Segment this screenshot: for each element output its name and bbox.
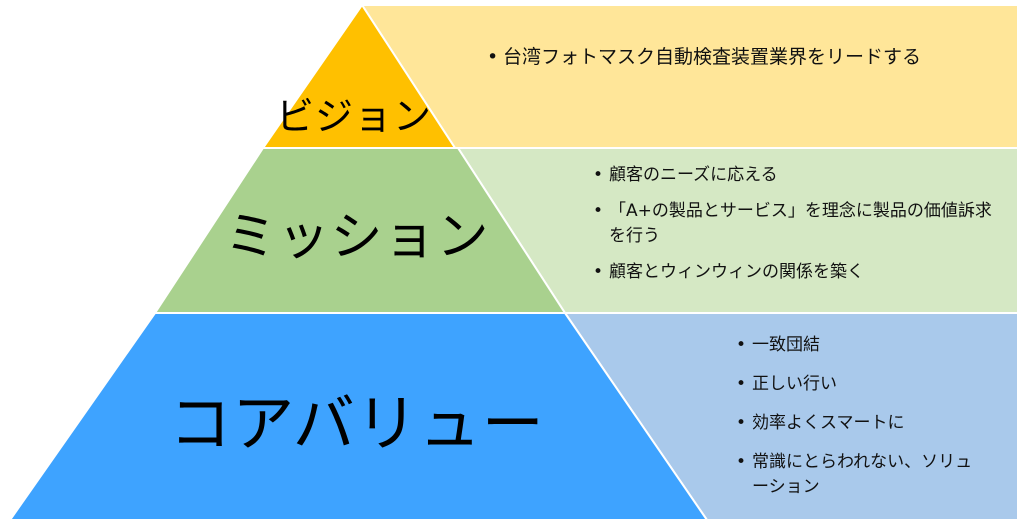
vision-list: 台湾フォトマスク自動検査装置業界をリードする [487,38,987,76]
core-value-item: 常識にとらわれない、ソリューション [736,450,976,500]
core-values-trapezoid [8,312,709,521]
vision-title: ビジョン [275,94,433,139]
core-value-item: 正しい行い [736,372,976,397]
mission-item: 顧客とウィンウィンの関係を築く [593,260,993,285]
core-value-item: 一致団結 [736,333,976,358]
vision-item: 台湾フォトマスク自動検査装置業界をリードする [487,38,987,76]
mission-title: ミッション [224,207,490,268]
core-values-title: コアバリュー [169,387,545,460]
mission-item: 「A+の製品とサービス」を理念に製品の価値訴求を行う [593,199,993,249]
core-values-list: 一致団結 正しい行い 効率よくスマートに 常識にとらわれない、ソリューション [736,333,976,514]
vision-panel [360,4,1019,149]
core-value-item: 効率よくスマートに [736,411,976,436]
mission-list: 顧客のニーズに応える 「A+の製品とサービス」を理念に製品の価値訴求を行う 顧客… [593,163,993,296]
mission-item: 顧客のニーズに応える [593,163,993,188]
